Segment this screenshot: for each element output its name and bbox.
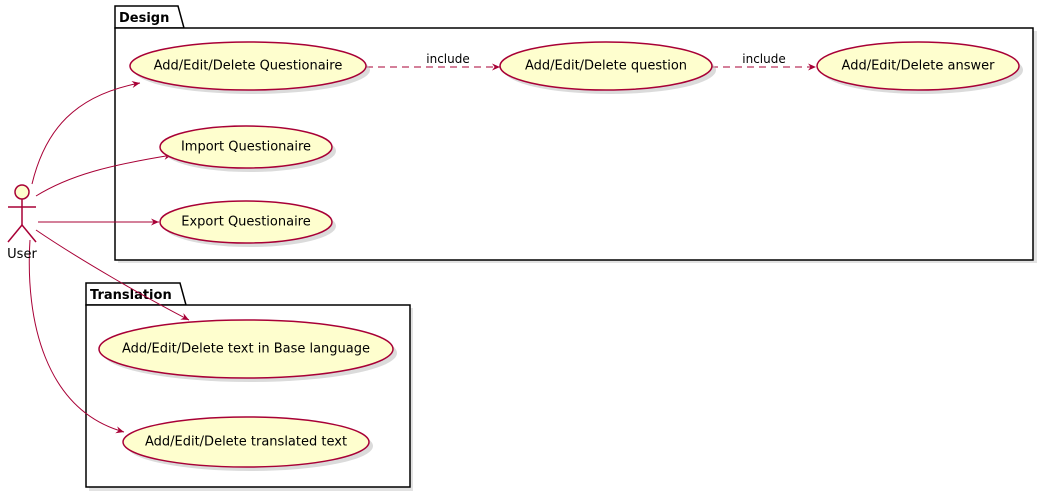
use-case-label: Export Questionaire	[181, 215, 310, 230]
edge-user-to-translated-text	[28, 239, 125, 434]
package-title-translation: Translation	[90, 288, 172, 303]
use-case-label: Import Questionaire	[181, 140, 311, 155]
include-label-2: include	[742, 52, 785, 66]
use-case-translated-text: Add/Edit/Delete translated text	[122, 416, 373, 471]
edge-user-to-base-text	[35, 229, 190, 321]
use-case-label: Add/Edit/Delete text in Base language	[122, 342, 370, 357]
actor-label: User	[7, 247, 37, 262]
use-case-label: Add/Edit/Delete answer	[842, 59, 996, 74]
use-case-label: Add/Edit/Delete Questionaire	[154, 59, 343, 74]
edge-user-to-questionaire	[31, 80, 141, 185]
use-case-questionaire: Add/Edit/Delete Questionaire	[129, 41, 370, 94]
use-case-label: Add/Edit/Delete translated text	[145, 435, 347, 450]
use-case-question: Add/Edit/Delete question	[499, 41, 716, 94]
use-case-base-text: Add/Edit/Delete text in Base language	[98, 319, 397, 382]
use-case-export: Export Questionaire	[159, 200, 336, 247]
include-label-1: include	[426, 52, 469, 66]
use-case-label: Add/Edit/Delete question	[525, 59, 687, 74]
package-title-design: Design	[119, 11, 169, 26]
use-case-import: Import Questionaire	[159, 125, 336, 172]
actor-user: User	[7, 184, 37, 262]
edge-user-to-import	[35, 152, 173, 197]
actor-icon	[7, 184, 37, 243]
use-case-answer: Add/Edit/Delete answer	[816, 41, 1023, 94]
